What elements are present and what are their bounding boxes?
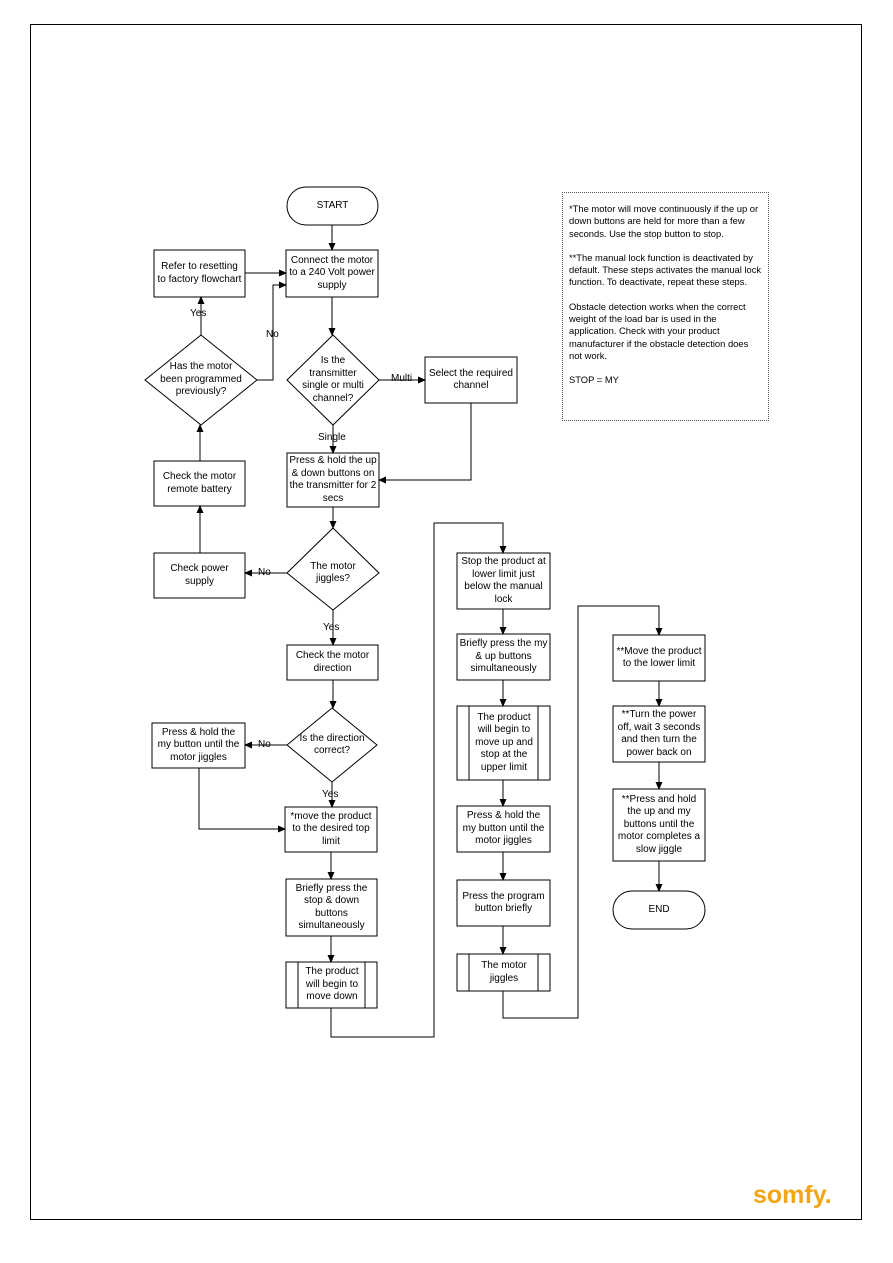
press-my-up-box — [456, 633, 551, 681]
move-up-label: The product will begin to move up and st… — [475, 711, 533, 773]
move-down-box — [285, 961, 378, 1009]
move-lower-limit-label: **Move the product to the lower limit — [616, 645, 702, 670]
press-my-up-label: Briefly press the my & up buttons simult… — [459, 638, 548, 675]
programmed-question-label: Has the motor been programmed previously… — [160, 361, 242, 398]
note-stop-my: STOP = MY — [569, 374, 619, 386]
edge-myjiggle-top — [198, 768, 286, 833]
edge-jiggles-lowerlimit — [502, 605, 663, 1019]
motor-jiggles-box — [456, 953, 551, 992]
jiggles-question-label: The motor jiggles? — [310, 560, 356, 585]
refer-reset-box — [153, 249, 246, 298]
check-direction-box — [286, 644, 379, 681]
refer-reset-label: Refer to resetting to factory flowchart — [157, 261, 242, 285]
select-channel-label: Select the required channel — [429, 367, 513, 392]
press-my-jiggle-label: Press & hold the my button until the mot… — [157, 726, 240, 763]
yes-jiggles-label: Yes — [323, 622, 340, 633]
move-down-label: The product will begin to move down — [305, 966, 359, 1003]
move-top-label: *move the product to the desired top lim… — [290, 810, 372, 847]
check-battery-label: Check the motor remote battery — [162, 471, 237, 495]
page-border — [30, 24, 862, 1220]
press-up-my-label: **Press and hold the up and my buttons u… — [617, 793, 701, 855]
edge-movedown-stoplower — [330, 522, 507, 1038]
power-cycle-box — [612, 705, 706, 763]
press-hold-2s-label: Press & hold the up & down buttons on th… — [289, 455, 377, 504]
direction-question-label: Is the direction correct? — [299, 732, 365, 757]
no-programmed-label: No — [266, 329, 279, 340]
press-stop-down-label: Briefly press the stop & down buttons si… — [295, 882, 368, 932]
note-continuous: *The motor will move continuously if the… — [569, 203, 759, 239]
yes-direction-label: Yes — [322, 789, 339, 800]
press-my-jiggle-2-box — [456, 805, 551, 853]
note-obstacle: Obstacle detection works when the correc… — [569, 300, 749, 361]
no-jiggles-label: No — [258, 567, 271, 578]
press-program-label: Press the program button briefly — [462, 890, 545, 915]
press-my-jiggle-box — [151, 722, 246, 769]
stop-lower-box — [456, 552, 551, 610]
somfy-logo: somfy. — [753, 1181, 832, 1209]
end-label: END — [648, 903, 670, 915]
yes-programmed-label: Yes — [190, 308, 207, 319]
multi-label: Multi — [391, 373, 413, 384]
press-program-box — [456, 879, 551, 927]
power-cycle-label: **Turn the power off, wait 3 seconds and… — [617, 709, 701, 758]
note-manual-lock: **The manual lock function is deactivate… — [569, 251, 762, 288]
stop-lower-label: Stop the product at lower limit just bel… — [461, 556, 546, 605]
transmitter-question-label: Is the transmitter single or multi chann… — [302, 355, 364, 404]
notes-box: *The motor will move continuously if the… — [562, 192, 769, 421]
check-power-label: Check power supply — [170, 563, 229, 587]
move-up-box — [456, 705, 551, 781]
start-label: START — [316, 199, 349, 211]
check-direction-label: Check the motor direction — [295, 650, 370, 674]
no-direction-label: No — [258, 739, 271, 750]
edge-programmed-no — [257, 281, 287, 381]
edge-select-press — [378, 403, 472, 484]
move-lower-limit-box — [612, 634, 706, 682]
connect-label: Connect the motor to a 240 Volt power su… — [289, 254, 375, 291]
single-label: Single — [318, 432, 346, 443]
press-my-jiggle-2-label: Press & hold the my button until the mot… — [462, 810, 545, 847]
motor-jiggles-label: The motor jiggles — [481, 960, 527, 984]
